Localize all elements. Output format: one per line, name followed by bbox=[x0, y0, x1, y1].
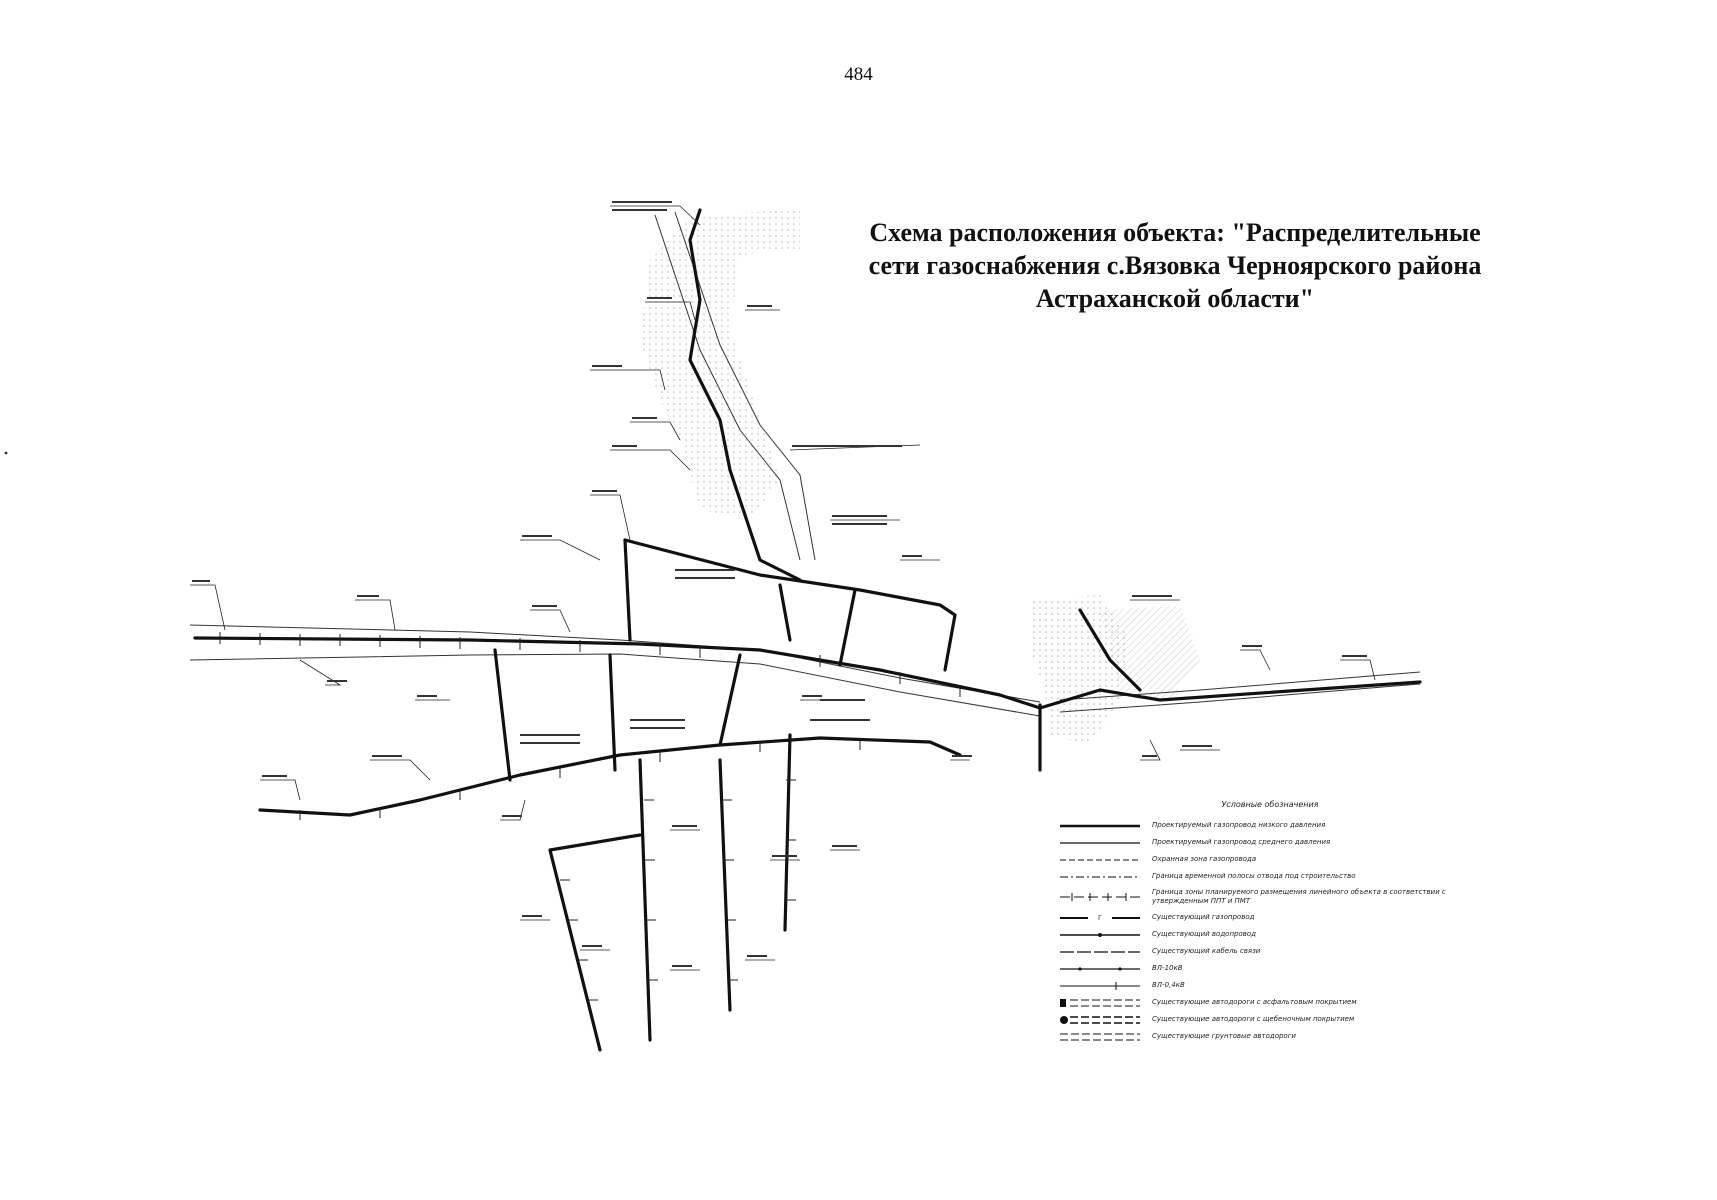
pipeline-cross-1 bbox=[493, 648, 512, 782]
legend-item-label: Существующий газопровод bbox=[1152, 913, 1255, 921]
legend-item-label: Существующие автодороги с асфальтовым по… bbox=[1152, 998, 1357, 1006]
dash-dot-line-icon bbox=[1060, 876, 1140, 877]
map-title-line: Астраханской области" bbox=[1035, 284, 1315, 313]
solid-line-icon bbox=[1060, 841, 1140, 844]
road-icon bbox=[1060, 1015, 1140, 1024]
legend-title: Условные обозначения bbox=[1221, 800, 1319, 809]
road-icon bbox=[1060, 998, 1140, 1007]
pipeline-south-arc bbox=[258, 736, 962, 817]
legend-item-label: Существующие грунтовые автодороги bbox=[1152, 1032, 1296, 1040]
callout-labels bbox=[192, 201, 1367, 967]
map-title-line: Схема расположения объекта: "Распределит… bbox=[869, 218, 1481, 247]
legend-item: Существующий кабель связи bbox=[1060, 943, 1480, 960]
pipeline-north-loop bbox=[623, 538, 957, 672]
pipeline-mid-connector-b bbox=[838, 588, 857, 667]
pipeline-south-street-2 bbox=[638, 758, 652, 1042]
built-up-area-north bbox=[640, 210, 800, 520]
legend-item: Охранная зона газопровода bbox=[1060, 851, 1480, 868]
road-east bbox=[1059, 671, 1421, 701]
legend-item-label: Проектируемый газопровод низкого давлени… bbox=[1152, 821, 1326, 829]
legend-item: Проектируемый газопровод среднего давлен… bbox=[1060, 834, 1480, 851]
proposed-gas-pipelines bbox=[193, 208, 1422, 1052]
legend-item: Существующие автодороги с щебеночным пок… bbox=[1060, 1011, 1480, 1028]
legend-item-label: Существующий водопровод bbox=[1152, 930, 1257, 938]
legend-item-label: Граница временной полосы отвода под стро… bbox=[1152, 872, 1356, 880]
pipeline-east-main bbox=[1038, 680, 1422, 710]
legend-item-label: Существующий кабель связи bbox=[1152, 947, 1261, 955]
map-title-line: сети газоснабжения с.Вязовка Черноярског… bbox=[868, 251, 1482, 280]
legend-item: Существующие автодороги с асфальтовым по… bbox=[1060, 994, 1480, 1011]
road-north-branch bbox=[654, 214, 801, 561]
boundary-line-icon bbox=[1060, 893, 1140, 901]
pipeline-south-crossbar bbox=[548, 833, 642, 852]
legend-item: Существующие грунтовые автодороги bbox=[1060, 1028, 1480, 1045]
page-number: 484 bbox=[844, 64, 873, 85]
pipeline-south-street-3 bbox=[718, 758, 732, 1012]
legend-item: Существующий водопровод bbox=[1060, 926, 1480, 943]
solid-line-icon bbox=[1060, 824, 1140, 827]
power-line-icon bbox=[1060, 966, 1140, 971]
pipeline-ticks bbox=[219, 632, 961, 1001]
pipeline-mid-connector-a bbox=[778, 583, 792, 642]
road-north-branch-edge bbox=[674, 211, 816, 561]
map-title: Схема расположения объекта: "Распределит… bbox=[820, 216, 1530, 315]
pipeline-loop-west-side bbox=[623, 538, 632, 642]
pipeline-cross-2 bbox=[608, 653, 617, 772]
stray-mark bbox=[4, 451, 8, 455]
pipeline-main-west bbox=[193, 636, 1042, 710]
legend-item-label: ВЛ-10кВ bbox=[1152, 964, 1183, 972]
pipeline-north-spur bbox=[688, 208, 802, 582]
legend-item: Проектируемый газопровод низкого давлени… bbox=[1060, 817, 1480, 834]
road-west-main bbox=[189, 624, 1041, 703]
legend-item-label: Существующие автодороги с щебеночным пок… bbox=[1152, 1015, 1355, 1023]
pipeline-south-street-1 bbox=[548, 848, 602, 1052]
road-west-main-edge bbox=[189, 653, 1041, 717]
cable-line-icon bbox=[1060, 950, 1140, 953]
callout-leaders bbox=[190, 205, 1376, 971]
legend-item: ВЛ-10кВ bbox=[1060, 960, 1480, 977]
legend-item: Граница зоны планируемого размещения лин… bbox=[1060, 885, 1480, 909]
gas-pipeline-icon: Г bbox=[1060, 915, 1140, 922]
legend-item-label: Проектируемый газопровод среднего давлен… bbox=[1152, 838, 1331, 846]
dashed-line-icon bbox=[1060, 859, 1140, 860]
legend-item: Г Существующий газопровод bbox=[1060, 909, 1480, 926]
legend-item-label: ВЛ-0,4кВ bbox=[1152, 981, 1185, 989]
water-pipeline-icon bbox=[1060, 932, 1140, 937]
road-east-edge bbox=[1059, 683, 1421, 713]
power-line-icon bbox=[1060, 981, 1140, 990]
legend-item-label: Охранная зона газопровода bbox=[1152, 855, 1257, 863]
built-up-area-east bbox=[1030, 595, 1130, 745]
legend-item: Граница временной полосы отвода под стро… bbox=[1060, 868, 1480, 885]
pipeline-south-street-4 bbox=[783, 733, 792, 932]
road-corridors bbox=[189, 211, 1421, 717]
legend-item-label: Граница зоны планируемого размещения лин… bbox=[1152, 888, 1446, 905]
map-legend: Условные обозначения Проектируемый газоп… bbox=[1060, 800, 1480, 1045]
pipeline-cross-3 bbox=[718, 653, 742, 747]
pipeline-east-spur bbox=[1078, 608, 1142, 692]
legend-item: ВЛ-0,4кВ bbox=[1060, 977, 1480, 994]
road-icon bbox=[1060, 1033, 1140, 1040]
svg-text:Г: Г bbox=[1098, 915, 1102, 922]
